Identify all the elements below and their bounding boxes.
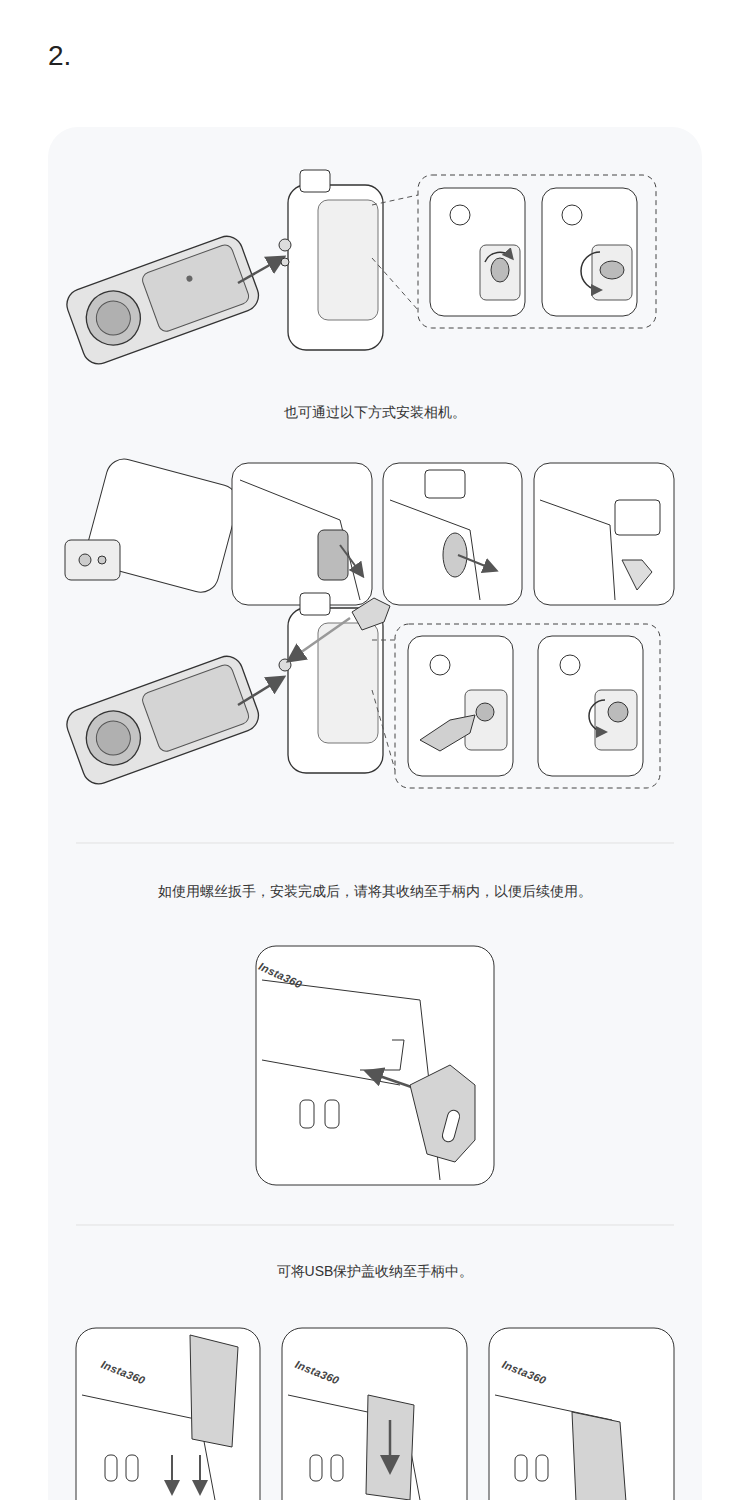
detail-frame xyxy=(418,175,656,328)
usb-cover-frames xyxy=(76,1328,674,1500)
instruction-text: 如使用螺丝扳手，安装完成后，请将其收纳至手柄内，以便后续使用。 xyxy=(158,883,592,901)
step-number: 2. xyxy=(48,40,71,72)
instruction-text: 可将USB保护盖收纳至手柄中。 xyxy=(277,1263,474,1281)
camera-drawing xyxy=(62,652,263,789)
divider xyxy=(76,1225,674,1226)
key-drawing xyxy=(290,598,390,660)
camera-drawing xyxy=(62,232,263,369)
usb-cover-details xyxy=(82,1335,626,1500)
leader-lines xyxy=(372,640,395,770)
key-storage-drawing xyxy=(256,946,494,1185)
detail-frame xyxy=(395,624,660,788)
key-detail xyxy=(408,636,643,776)
screw-detail xyxy=(430,188,637,316)
step-details xyxy=(240,470,660,600)
grip-drawing xyxy=(279,170,383,350)
divider xyxy=(76,843,674,844)
step-frames xyxy=(232,463,674,605)
leader-lines xyxy=(372,195,418,310)
panel-ground xyxy=(48,127,702,1500)
grip-open-drawing xyxy=(65,455,242,596)
instruction-text: 也可通过以下方式安装相机。 xyxy=(284,404,466,422)
